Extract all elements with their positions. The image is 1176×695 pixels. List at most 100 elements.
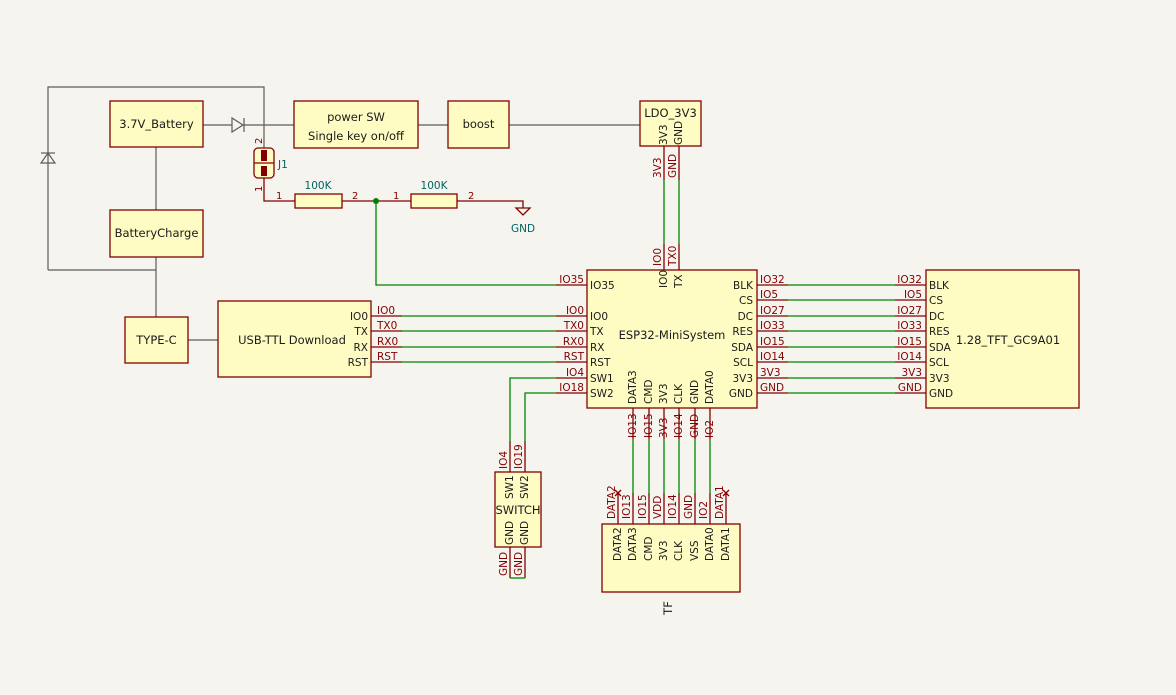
- usb-ttl-net: RX0: [377, 336, 398, 348]
- esp32-bottom-pin: 3V3: [658, 383, 670, 404]
- esp32-left-pin: SW2: [590, 388, 614, 400]
- gnd-label: GND: [511, 223, 535, 235]
- sw2-wire: [524, 392, 556, 441]
- tft-block: 1.28_TFT_GC9A01: [925, 269, 1080, 409]
- tft-net: IO15: [897, 336, 922, 348]
- jumper-pin1: 1: [254, 186, 265, 192]
- esp32-bottom-pin: DATA3: [627, 370, 639, 404]
- tft-pin: SCL: [929, 357, 949, 369]
- esp32-bottom-pin: CMD: [643, 380, 655, 404]
- esp32-left-pin: RST: [590, 357, 611, 369]
- esp32-right-net: 3V3: [760, 367, 781, 379]
- esp32-top-net: TX0: [667, 246, 679, 267]
- resistor-1-pin1: 1: [276, 191, 282, 202]
- battery-charge-label: BatteryCharge: [115, 226, 199, 240]
- tft-pin: DC: [929, 311, 944, 323]
- esp32-top-net: IO0: [652, 248, 664, 266]
- power-sw-block: power SW Single key on/off: [293, 100, 419, 149]
- switch-top-pin: SW2: [519, 475, 531, 499]
- usb-ttl-pin: RST: [348, 357, 369, 369]
- switch-bottom-net: GND: [498, 552, 510, 576]
- esp32-bottom-net: 3V3: [658, 417, 670, 438]
- esp32-right-net: GND: [760, 382, 784, 394]
- esp32-right-pin: CS: [739, 295, 753, 307]
- tf-pin: DATA2: [612, 527, 624, 561]
- esp32-right-pin: SDA: [731, 342, 754, 354]
- esp32-right-net: IO27: [760, 305, 785, 317]
- resistor-1-value: 100K: [305, 180, 333, 192]
- no-connect-mark: [614, 489, 622, 497]
- esp32-right-net: IO14: [760, 351, 785, 363]
- tf-net: GND: [683, 495, 695, 519]
- esp32-left-pin: IO35: [590, 280, 615, 292]
- esp32-left-net: IO4: [566, 367, 584, 379]
- tft-net: IO5: [904, 289, 922, 301]
- esp32-bottom-net: IO2: [704, 420, 716, 438]
- esp32-left-pin: TX: [589, 326, 604, 338]
- tft-label: 1.28_TFT_GC9A01: [956, 333, 1060, 347]
- esp32-bottom-net: IO15: [643, 413, 655, 438]
- esp32-right-net: IO32: [760, 274, 785, 286]
- esp32-right-pin: DC: [738, 311, 753, 323]
- tft-pin: SDA: [929, 342, 952, 354]
- tft-net: IO14: [897, 351, 922, 363]
- ldo-pin-gnd: GND: [673, 121, 685, 145]
- tf-net: DATA1: [714, 485, 726, 519]
- usb-ttl-block: USB-TTL Download: [217, 300, 372, 378]
- tf-label: TF: [661, 601, 675, 616]
- tft-net: IO27: [897, 305, 922, 317]
- jumper-j1: J1 2 1: [253, 138, 288, 192]
- gnd-symbol: GND: [511, 207, 535, 235]
- tf-pin: VSS: [689, 540, 701, 561]
- usb-ttl-net: IO0: [377, 305, 395, 317]
- usb-ttl-label: USB-TTL Download: [238, 333, 346, 347]
- esp32-right-pin: GND: [729, 388, 753, 400]
- esp32-bottom-pin: CLK: [673, 383, 685, 404]
- ldo-net-3v3: 3V3: [652, 157, 664, 178]
- usb-ttl-pin: TX: [353, 326, 368, 338]
- esp32-left-net: IO0: [566, 305, 584, 317]
- esp32-right-pin: SCL: [733, 357, 753, 369]
- esp32-left-net: IO18: [559, 382, 584, 394]
- esp32-bottom-pin: GND: [689, 380, 701, 404]
- tft-pin: CS: [929, 295, 943, 307]
- esp32-left-net: TX0: [563, 320, 584, 332]
- esp32-left-pin: RX: [590, 342, 605, 354]
- resistor-2: 100K 1 2: [376, 180, 524, 209]
- tft-net: IO33: [897, 320, 922, 332]
- esp32-bottom-net: GND: [689, 414, 701, 438]
- battery-block: 3.7V_Battery: [109, 100, 204, 148]
- jumper-pin2: 2: [254, 138, 265, 144]
- tf-net: VDD: [652, 496, 664, 519]
- resistor-2-pin2: 2: [468, 191, 474, 202]
- esp32-bottom-pins: DATA3IO13CMDIO153V33V3CLKIO14GNDGNDDATA0…: [627, 370, 716, 493]
- tf-block: TF: [601, 523, 741, 616]
- esp32-left-net: RX0: [563, 336, 584, 348]
- boost-label: boost: [463, 117, 495, 131]
- ldo-label: LDO_3V3: [644, 106, 697, 120]
- tf-pin: DATA1: [720, 527, 732, 561]
- esp32-block: ESP32-MiniSystem: [586, 269, 758, 409]
- tf-pin: DATA0: [704, 527, 716, 561]
- esp32-bottom-net: IO14: [673, 413, 685, 438]
- esp32-left-pin: IO0: [590, 311, 608, 323]
- usb-ttl-pin: RX: [354, 342, 369, 354]
- resistor-1-pin2: 2: [352, 191, 358, 202]
- esp32-left-pin: SW1: [590, 373, 614, 385]
- switch-top-pin: SW1: [504, 475, 516, 499]
- esp32-top-pin: TX: [673, 274, 685, 289]
- block-lines: [47, 86, 640, 341]
- esp32-right-net: IO33: [760, 320, 785, 332]
- esp32-left-net: IO35: [559, 274, 584, 286]
- switch-bottom-pin: GND: [519, 521, 531, 545]
- battery-charge-block: BatteryCharge: [109, 209, 204, 258]
- tft-pin: BLK: [929, 280, 950, 292]
- tf-pin: 3V3: [658, 540, 670, 561]
- tf-pin: CMD: [643, 537, 655, 561]
